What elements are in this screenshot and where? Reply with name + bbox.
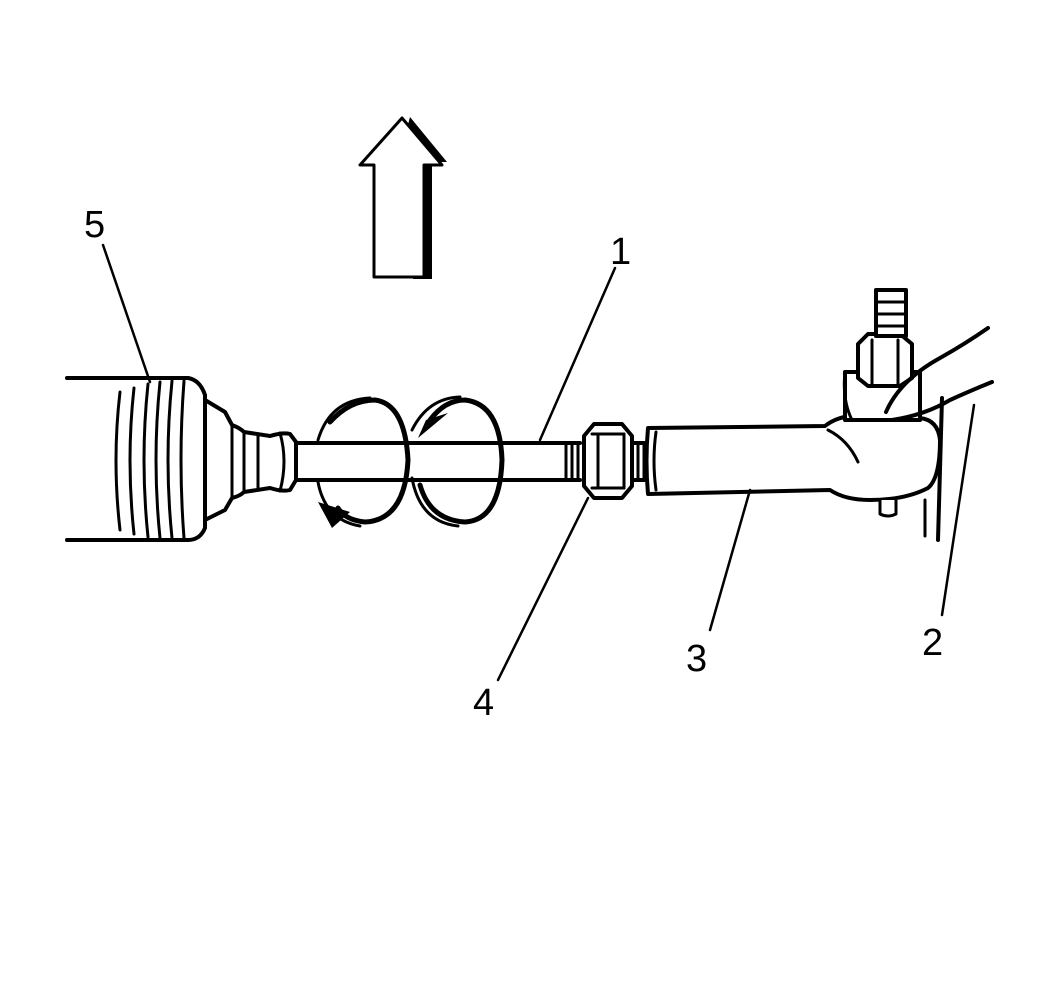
callout-3: 3 bbox=[686, 638, 707, 680]
callout-5: 5 bbox=[84, 204, 105, 246]
inner-tie-rod bbox=[294, 441, 582, 482]
callout-2: 2 bbox=[922, 622, 943, 664]
steering-gear-housing bbox=[65, 376, 298, 542]
up-arrow-icon bbox=[358, 116, 447, 279]
jam-nut bbox=[582, 422, 650, 500]
callout-1: 1 bbox=[610, 231, 631, 273]
rotate-counterclockwise-icon bbox=[316, 396, 411, 528]
steering-knuckle bbox=[884, 326, 994, 542]
leader-lines bbox=[101, 243, 976, 682]
callout-4: 4 bbox=[473, 682, 494, 724]
rotate-clockwise-icon bbox=[410, 395, 505, 528]
stud-nut bbox=[856, 288, 914, 388]
